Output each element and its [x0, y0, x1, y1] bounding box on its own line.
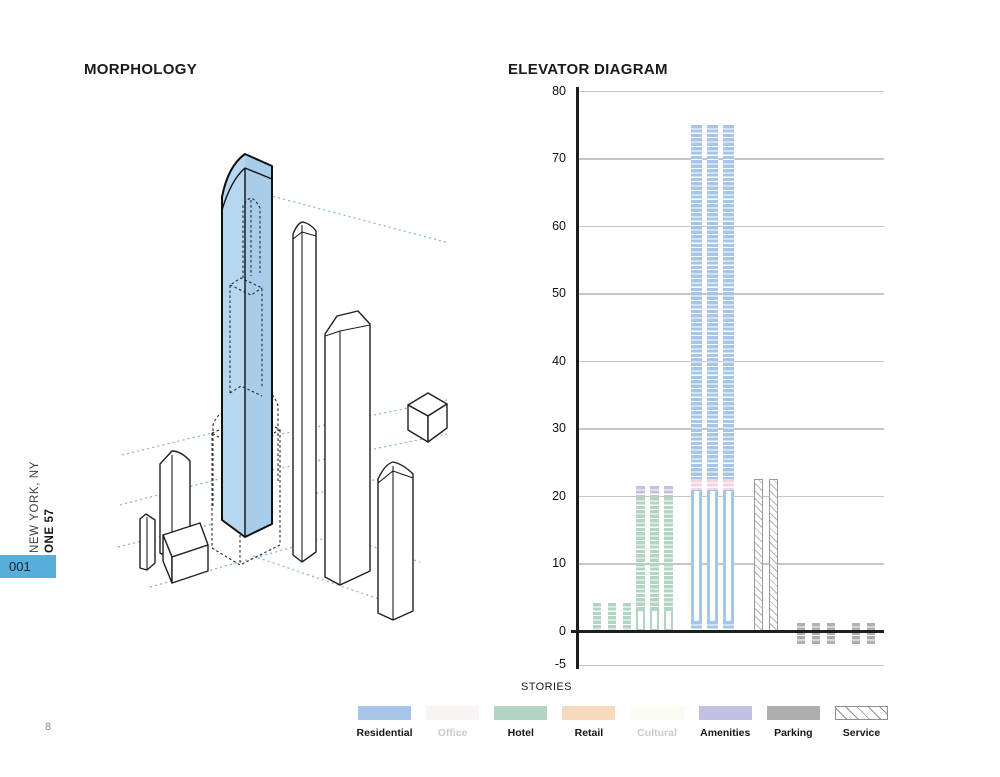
legend-label-service: Service	[842, 726, 881, 739]
legend-item-residential: Residential	[356, 706, 413, 739]
tick-label-10: 10	[552, 556, 566, 570]
residential-elevators-segment	[691, 125, 702, 479]
legend-label-hotel: Hotel	[507, 726, 534, 739]
residential-elevators-segment	[707, 478, 718, 490]
elevator-diagram-heading: ELEVATOR DIAGRAM	[508, 61, 668, 78]
legend-item-service: Service	[834, 706, 888, 739]
legend-item-hotel: Hotel	[494, 706, 548, 739]
legend-item-retail: Retail	[562, 706, 616, 739]
legend-swatch-cultural	[630, 706, 684, 720]
hotel-main-elevators-segment	[664, 496, 673, 610]
residential-elevators-segment	[723, 621, 734, 632]
legend-label-parking: Parking	[774, 726, 813, 739]
y-axis-line	[576, 87, 579, 669]
tick-label-60: 60	[552, 218, 566, 233]
morphology-heading: MORPHOLOGY	[84, 61, 198, 78]
legend-swatch-residential	[358, 706, 411, 720]
service-elevators-segment	[754, 478, 763, 632]
hotel-main-elevators-segment	[650, 609, 659, 632]
legend-swatch-amenities	[698, 706, 752, 720]
hotel-main-elevators-segment	[664, 485, 673, 497]
legend-swatch-service	[834, 706, 888, 720]
residential-elevators-segment	[707, 125, 718, 479]
parking-elevators-segment	[812, 622, 820, 645]
hotel-main-elevators-segment	[636, 609, 645, 632]
legend-label-cultural: Cultural	[637, 726, 677, 739]
chapter-index-label: 001	[9, 559, 31, 574]
parking-elevators-segment	[852, 622, 860, 645]
residential-elevators-segment	[707, 621, 718, 632]
residential-elevators-segment	[707, 489, 718, 622]
legend-item-cultural: Cultural	[630, 706, 684, 739]
project-name-vertical-label: ONE 57	[44, 508, 56, 553]
hotel-low-rise-elevators-segment	[608, 603, 616, 632]
hotel-low-rise-elevators-segment	[593, 603, 601, 632]
legend-item-office: Office	[426, 706, 480, 739]
project-location-vertical-label: NEW YORK, NY	[29, 461, 41, 553]
page-number: 8	[45, 721, 52, 733]
elevator-chart-plot-area	[571, 87, 884, 670]
legend-item-parking: Parking	[766, 706, 820, 739]
tick-label-0: 0	[559, 623, 566, 638]
hotel-main-elevators-segment	[636, 485, 645, 497]
one57-highlighted-tower	[221, 153, 273, 538]
legend-swatch-parking	[766, 706, 820, 720]
tick-label-40: 40	[552, 353, 566, 368]
legend-swatch-hotel	[494, 706, 548, 720]
hotel-main-elevators-segment	[650, 485, 659, 497]
gridline--5	[578, 664, 884, 666]
morphology-illustration	[117, 153, 450, 621]
legend-label-amenities: Amenities	[700, 726, 751, 739]
tick-label-20: 20	[552, 488, 566, 503]
tick-label-50: 50	[552, 286, 566, 300]
legend-item-amenities: Amenities	[698, 706, 752, 739]
legend-swatch-office	[426, 706, 480, 720]
tick-label-30: 30	[552, 421, 566, 435]
service-elevators-segment	[769, 478, 778, 632]
legend-swatch-retail	[562, 706, 616, 720]
use-legend: Residential Office Hotel Retail Cultural Amen…	[356, 706, 888, 739]
chapter-index-tab: 001	[0, 555, 56, 578]
residential-elevators-segment	[691, 489, 702, 622]
hotel-main-elevators-segment	[650, 496, 659, 610]
parking-elevators-segment	[867, 622, 875, 645]
tick-label--5: -5	[554, 657, 566, 672]
tick-label-80: 80	[552, 83, 566, 98]
tick-label-70: 70	[552, 151, 566, 165]
parking-elevators-segment	[797, 622, 805, 645]
legend-label-retail: Retail	[574, 726, 604, 739]
residential-elevators-segment	[723, 478, 734, 490]
hotel-low-rise-elevators-segment	[623, 603, 631, 632]
context-buildings	[139, 221, 448, 621]
legend-label-residential: Residential	[356, 726, 413, 739]
residential-elevators-segment	[723, 125, 734, 479]
gridline-80	[578, 90, 884, 93]
zero-baseline	[571, 630, 884, 633]
hotel-main-elevators-segment	[636, 496, 645, 610]
residential-elevators-segment	[691, 478, 702, 490]
hotel-main-elevators-segment	[664, 609, 673, 632]
y-axis-title: STORIES	[521, 681, 572, 693]
parking-elevators-segment	[827, 622, 835, 645]
residential-elevators-segment	[691, 621, 702, 632]
legend-label-office: Office	[437, 726, 468, 739]
residential-elevators-segment	[723, 489, 734, 622]
